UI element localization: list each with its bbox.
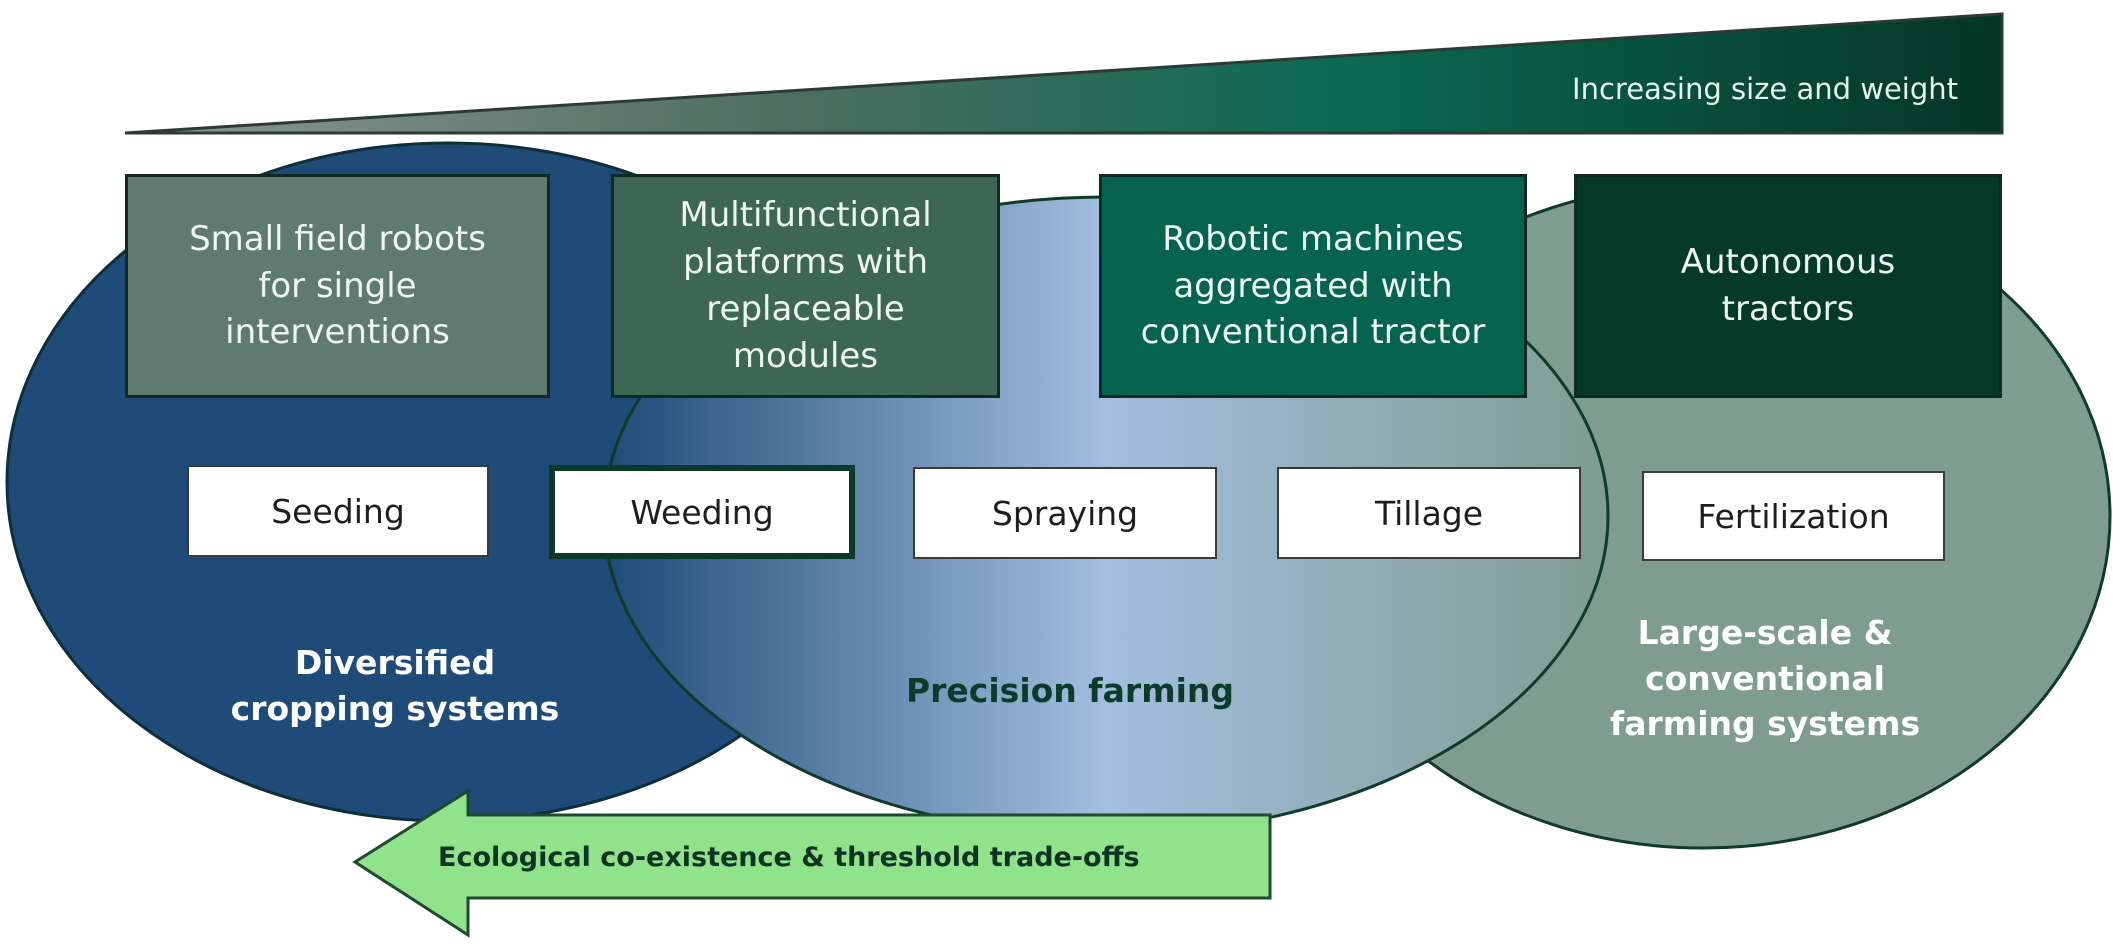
- machine-category-small-field-robots: Small field robots for single interventi…: [125, 174, 550, 398]
- task-weeding: Weeding: [549, 465, 855, 559]
- size-weight-gradient-triangle: [124, 12, 2004, 135]
- task-spraying: Spraying: [913, 467, 1217, 559]
- task-fertilization: Fertilization: [1642, 471, 1945, 561]
- task-tillage: Tillage: [1277, 467, 1581, 559]
- machine-category-autonomous-tractors: Autonomous tractors: [1574, 174, 2002, 398]
- machine-category-label: Multifunctional platforms with replaceab…: [679, 195, 932, 376]
- farming-system-precision-label: Precision farming: [905, 671, 1235, 710]
- trade-off-arrow-shape: [352, 788, 1272, 938]
- size-weight-label: Increasing size and weight: [1572, 72, 1958, 106]
- farming-system-diversified-label: Diversified cropping systems: [230, 643, 560, 728]
- trade-off-arrow-label: Ecological co-existence & threshold trad…: [438, 842, 1140, 873]
- machine-category-label: Autonomous tractors: [1680, 242, 1896, 329]
- machine-category-robotic-machines-tractor: Robotic machines aggregated with convent…: [1099, 174, 1527, 398]
- task-seeding: Seeding: [187, 465, 489, 557]
- machine-category-multifunctional-platforms: Multifunctional platforms with replaceab…: [611, 174, 1000, 398]
- machine-category-label: Small field robots for single interventi…: [189, 218, 486, 353]
- machine-category-label: Robotic machines aggregated with convent…: [1140, 218, 1486, 353]
- farming-system-large-scale-label: Large-scale & conventional farming syste…: [1609, 613, 1921, 744]
